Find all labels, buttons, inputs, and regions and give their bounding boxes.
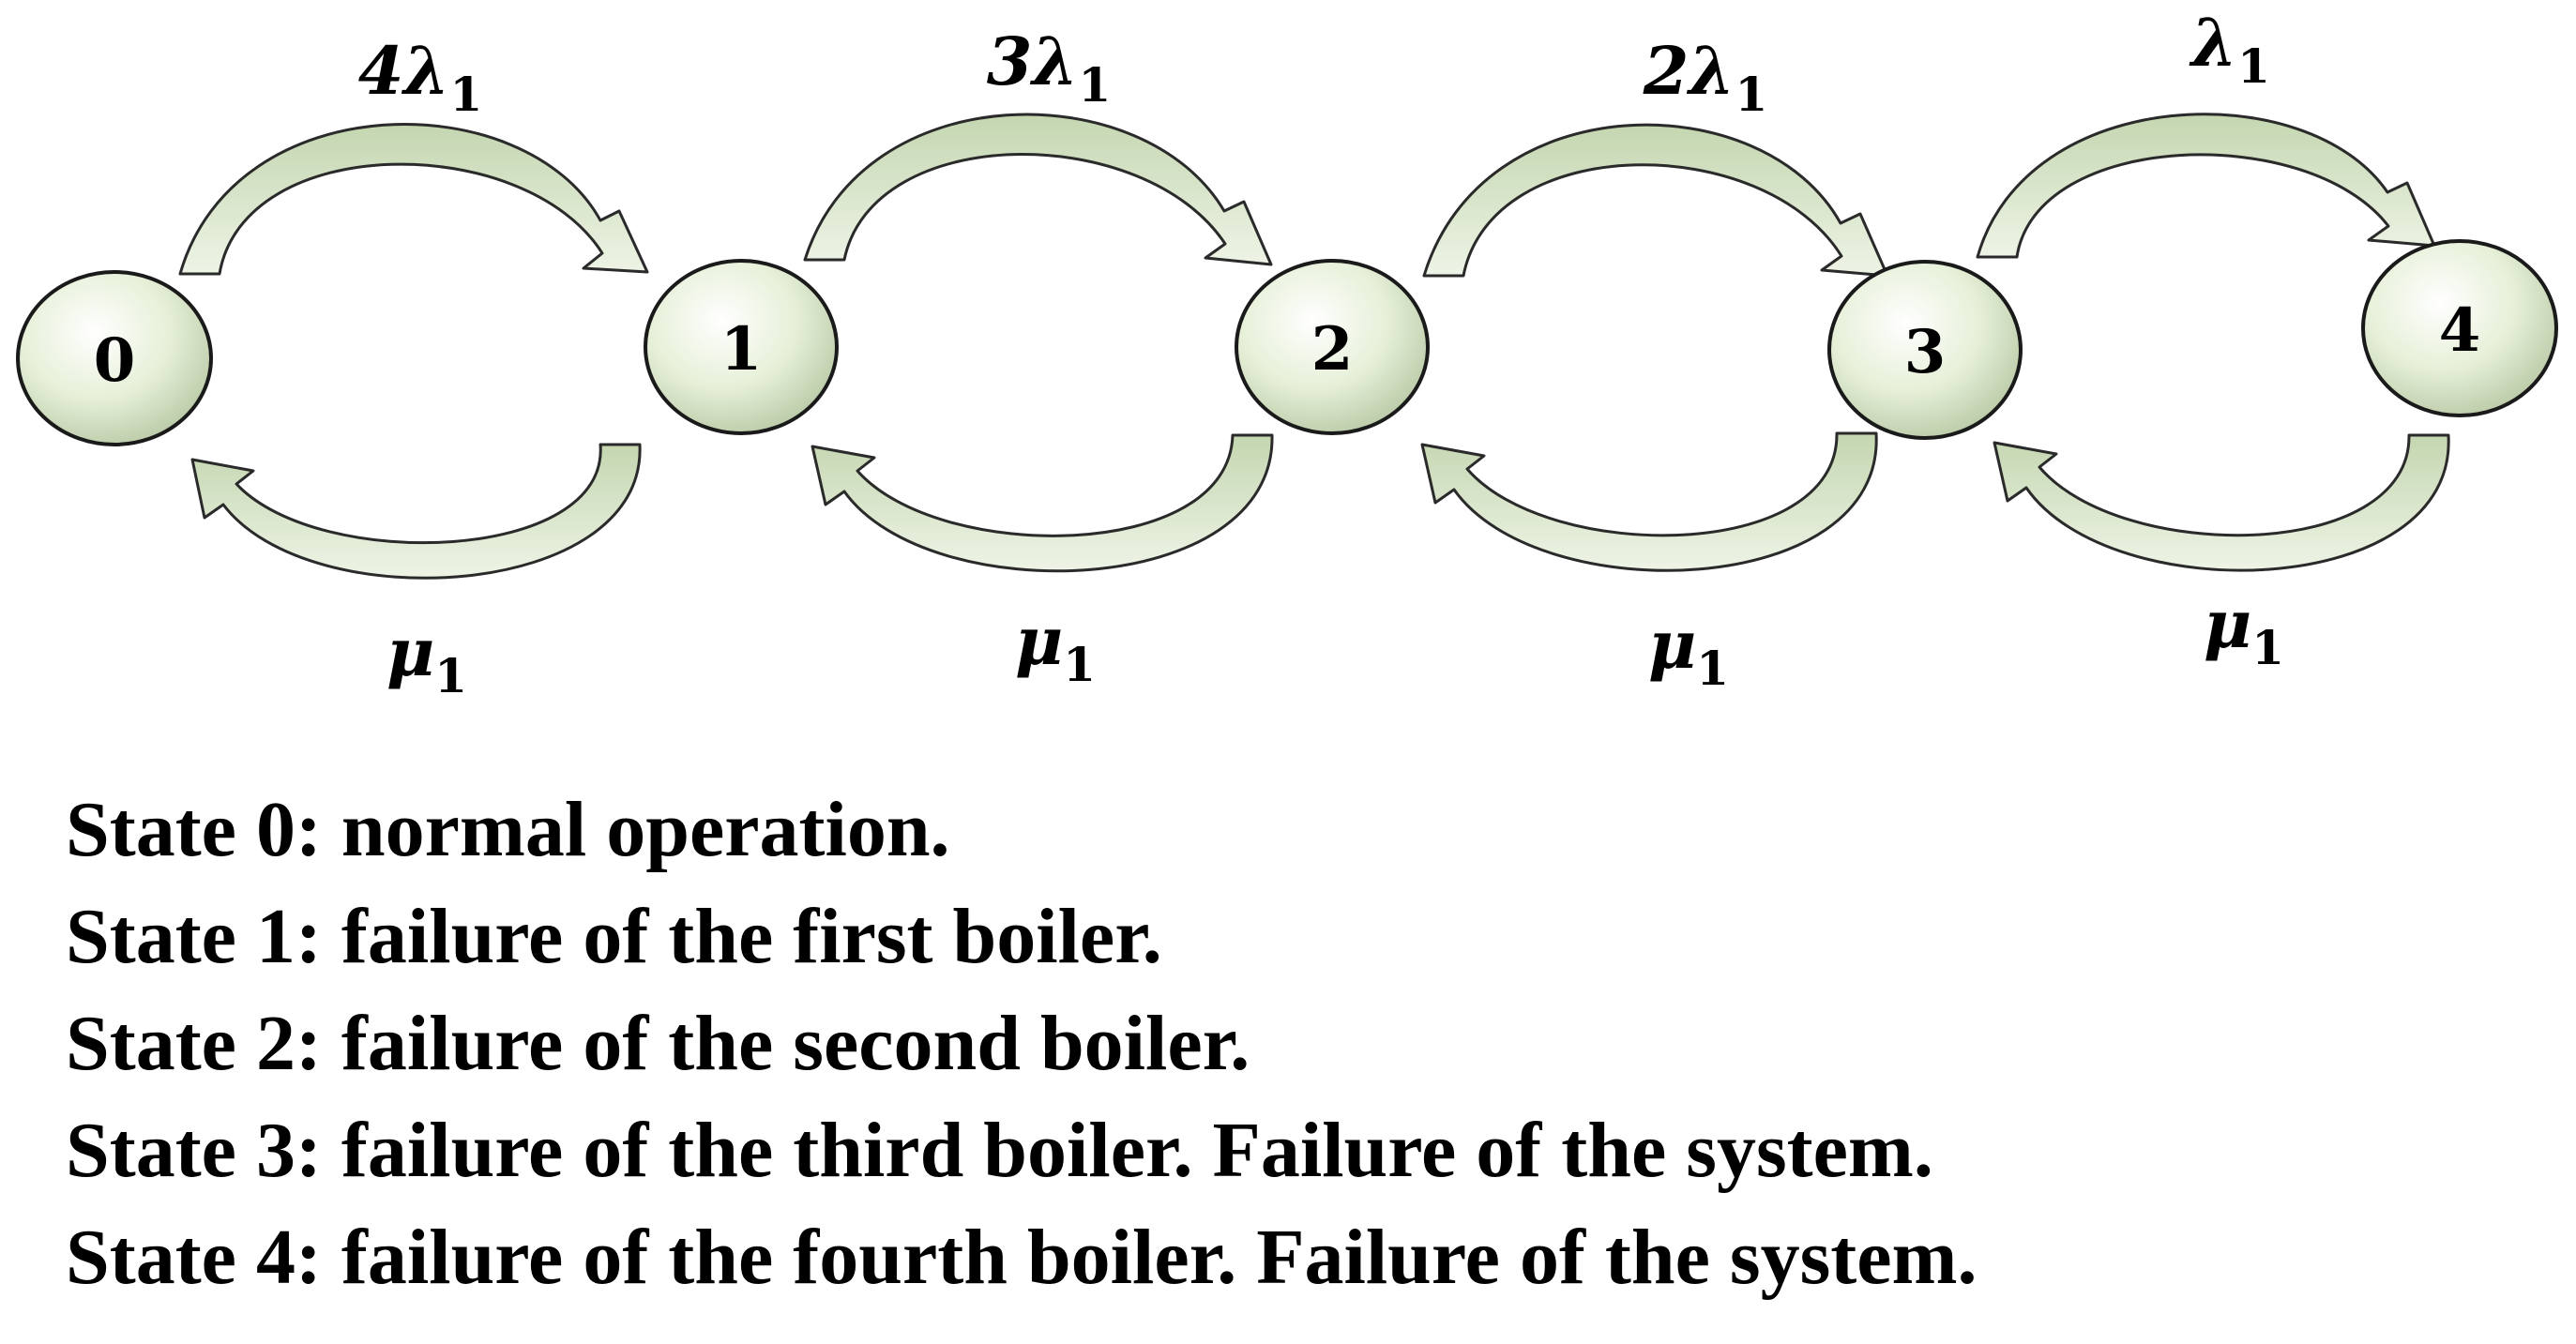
rate-symbol: μ <box>386 613 434 691</box>
forward-arrow-3-4 <box>1976 113 2436 259</box>
state-transition-diagram: 0 1 2 3 4 4λ1 3λ1 2λ1 λ1 μ1 μ1 μ1 μ1 <box>16 4 2558 703</box>
forward-arrow-2-3 <box>1422 123 1889 278</box>
rate-symbol: μ <box>1648 606 1696 684</box>
rate-subscript: 1 <box>1079 57 1112 113</box>
backward-rate-label-2-1: μ1 <box>1015 602 1096 692</box>
state-node-2: 2 <box>1235 259 1430 435</box>
legend-state-0: State 0: normal operation. <box>66 786 950 873</box>
state-label-1: 1 <box>720 314 763 385</box>
forward-arrow-1-2 <box>803 113 1273 266</box>
rate-subscript: 1 <box>450 67 483 122</box>
legend-state-4: State 4: failure of the fourth boiler. F… <box>66 1214 1977 1301</box>
state-node-4: 4 <box>2361 239 2558 417</box>
rate-symbol: μ <box>2204 585 2251 663</box>
state-node-0: 0 <box>16 270 213 446</box>
rate-subscript: 1 <box>2251 620 2284 675</box>
rate-subscript: 1 <box>1735 67 1768 122</box>
legend-state-3: State 3: failure of the third boiler. Fa… <box>66 1107 1933 1194</box>
backward-arrow-2-1 <box>811 433 1274 573</box>
legend-state-2: State 2: failure of the second boiler. <box>66 1000 1250 1087</box>
backward-arrow-1-0 <box>190 443 642 580</box>
rate-subscript: 1 <box>434 648 467 703</box>
rate-coef: 2 <box>1643 32 1690 110</box>
forward-rate-label-0-1: 4λ1 <box>358 32 483 122</box>
forward-rate-label-1-2: 3λ1 <box>987 23 1112 113</box>
forward-rate-label-2-3: 2λ1 <box>1643 32 1768 122</box>
rate-subscript: 1 <box>2237 38 2270 94</box>
rate-subscript: 1 <box>1063 637 1096 692</box>
state-label-0: 0 <box>94 325 136 396</box>
rate-symbol: λ <box>401 32 449 110</box>
state-node-1: 1 <box>644 259 839 435</box>
backward-rate-label-4-3: μ1 <box>2204 585 2284 675</box>
state-node-3: 3 <box>1827 260 2023 440</box>
rate-coef: 4 <box>358 32 404 110</box>
state-legend: State 0: normal operation. State 1: fail… <box>66 777 1977 1311</box>
state-label-4: 4 <box>2439 295 2481 366</box>
backward-arrow-4-3 <box>1993 433 2450 572</box>
rate-symbol: μ <box>1015 602 1063 680</box>
backward-arrow-3-2 <box>1420 431 1878 572</box>
legend-state-1: State 1: failure of the first boiler. <box>66 893 1162 980</box>
state-label-3: 3 <box>1904 317 1947 387</box>
backward-rate-label-1-0: μ1 <box>386 613 467 703</box>
rate-symbol: λ <box>2189 4 2237 82</box>
forward-rate-label-3-4: λ1 <box>2189 4 2270 94</box>
state-label-2: 2 <box>1311 314 1354 385</box>
rate-subscript: 1 <box>1696 641 1729 696</box>
forward-arrow-0-1 <box>178 123 649 276</box>
rate-symbol: λ <box>1686 32 1735 110</box>
rate-coef: 3 <box>987 23 1033 100</box>
backward-rate-label-3-2: μ1 <box>1648 606 1729 696</box>
rate-symbol: λ <box>1029 23 1078 100</box>
